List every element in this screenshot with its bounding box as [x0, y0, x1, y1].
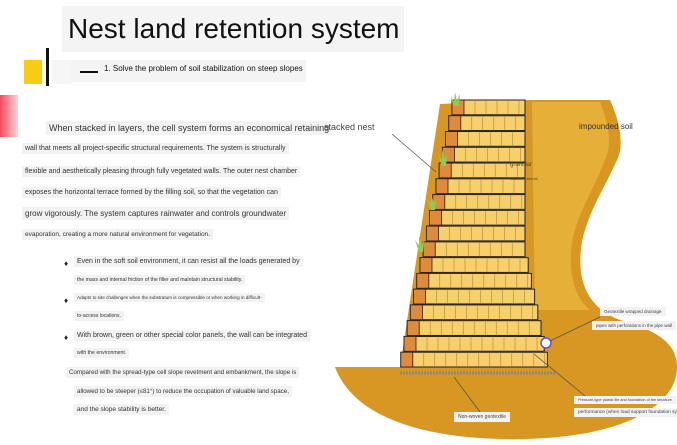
- cell-layer: [400, 351, 548, 368]
- closing-line: allowed to be steeper (≤81°) to reduce t…: [74, 386, 292, 397]
- drainage-pipe: [540, 337, 552, 349]
- label-impounded-soil: impounded soil: [579, 122, 633, 131]
- label-stacked-nest: stacked nest: [324, 122, 375, 132]
- accent-bar: [24, 60, 42, 84]
- vegetation-tuft: [415, 236, 424, 252]
- slide-title: Nest land retention system: [62, 6, 404, 52]
- bullet-line: to-access locations.: [74, 311, 124, 321]
- cell-layer: [403, 335, 545, 352]
- cell-layer: [409, 304, 539, 321]
- cell-outer-face: [429, 209, 442, 226]
- wall-cross-section-figure: [335, 92, 677, 440]
- cell-outer-face: [403, 336, 417, 352]
- paragraph-line: wall that meets all project-specific str…: [22, 143, 289, 154]
- closing-line: Compared with the spread-type cell slope…: [66, 367, 300, 378]
- cell-outer-face: [448, 115, 462, 131]
- accent-strip: [52, 60, 72, 84]
- vegetation-group: [415, 92, 460, 252]
- cell-outer-face: [445, 131, 458, 147]
- vegetation-tuft: [451, 92, 460, 106]
- cell-layer: [416, 272, 532, 289]
- subtitle: 1. Solve the problem of soil stabilizati…: [104, 64, 303, 73]
- cell-outer-face: [435, 178, 449, 194]
- cell-layer: [413, 288, 536, 305]
- soil-highlight: [532, 102, 609, 310]
- cell-layer: [422, 241, 526, 258]
- cell-layer: [429, 209, 526, 226]
- retention-wall-diagram: stacked nest impounded soil granular bac…: [320, 92, 677, 440]
- subtitle-background: [70, 60, 306, 82]
- label-geotextile-drainage: Geotextile wrapped drainage: [600, 307, 666, 316]
- label-backfill: backfill material: [510, 176, 538, 181]
- cell-outer-face: [410, 304, 423, 321]
- bullet-line: with the environment.: [74, 348, 130, 358]
- vegetation-tuft: [438, 150, 447, 166]
- cell-outer-face: [426, 225, 439, 242]
- accent-divider: [46, 48, 49, 86]
- label-foundation: Pressure-type plastic file and foundatio…: [574, 396, 676, 404]
- cell-layer: [432, 194, 526, 210]
- bullet-line: Adapts to site challenges when the subst…: [74, 293, 265, 302]
- paragraph-line: flexible and aesthetically pleasing thro…: [22, 166, 301, 177]
- vegetation-tuft: [427, 194, 436, 210]
- bullet-icon: ♦: [64, 259, 69, 268]
- paragraph-line: evaporation, creating a more natural env…: [22, 229, 213, 240]
- bullet-icon: ♦: [64, 333, 69, 342]
- cell-outer-face: [406, 320, 420, 336]
- paragraph-line: grow vigorously. The system captures rai…: [22, 207, 290, 220]
- leader-line: [453, 376, 481, 413]
- leader-line: [549, 316, 601, 342]
- cell-outer-face: [413, 288, 426, 305]
- leader-line: [533, 353, 591, 401]
- label-granular: granular: [510, 162, 533, 168]
- leader-line: [391, 133, 437, 173]
- closing-line: and the slope stability is better.: [74, 404, 169, 415]
- bullet-icon: ♦: [64, 296, 69, 305]
- paragraph-line: When stacked in layers, the cell system …: [46, 121, 333, 135]
- side-accent: [0, 95, 18, 137]
- bullet-line: the mass and internal friction of the fi…: [74, 275, 246, 285]
- bullet-line: With brown, green or other special color…: [74, 330, 310, 341]
- label-load-support: performance (when load support foundatio…: [574, 408, 677, 417]
- subtitle-dash: [80, 71, 98, 73]
- cell-outer-face: [422, 241, 436, 258]
- paragraph-line: exposes the horizontal terrace formed by…: [22, 187, 281, 198]
- label-perforated-pipes: pipes with perforations in the pipe wall: [592, 321, 677, 330]
- cell-layer: [425, 225, 526, 242]
- cell-outer-face: [419, 257, 433, 273]
- label-non-woven-geotextile: Non-woven geotextile: [454, 412, 511, 422]
- cell-layer: [419, 257, 529, 273]
- bullet-line: Even in the soft soil environment, it ca…: [74, 256, 303, 267]
- stacked-cells: [400, 99, 548, 368]
- cell-outer-face: [416, 273, 430, 289]
- cell-outer-face: [400, 351, 414, 368]
